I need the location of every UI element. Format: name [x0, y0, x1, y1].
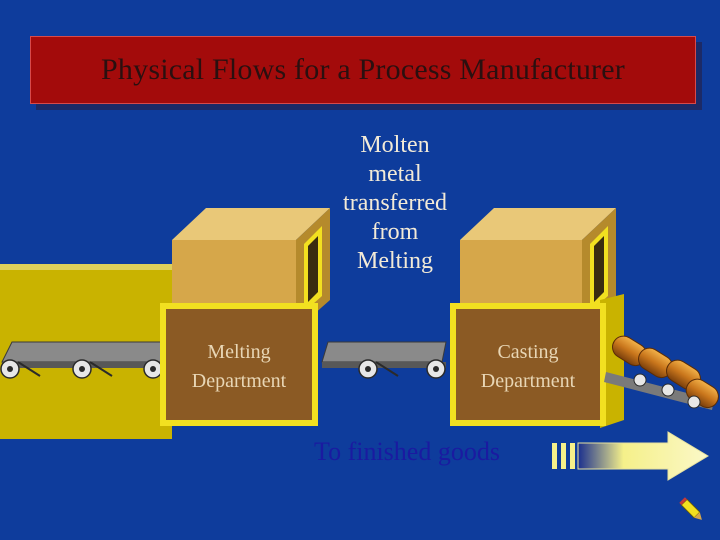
- caption-line: from: [371, 219, 419, 245]
- output-rolls: [604, 335, 719, 410]
- casting-label-line2: Department: [480, 370, 576, 392]
- caption-line: Molten: [360, 132, 430, 158]
- title-banner: Physical Flows for a Process Manufacture…: [30, 36, 696, 104]
- middle-conveyor: [321, 341, 447, 379]
- casting-label-line1: Casting: [497, 341, 559, 363]
- casting-panel: [450, 303, 606, 426]
- melting-label-line2: Department: [191, 370, 287, 392]
- caption-line: metal: [368, 161, 422, 187]
- melting-label-line1: Melting: [207, 341, 271, 363]
- melting-panel: [160, 303, 318, 426]
- melting-department-label: Melting Department: [166, 338, 312, 396]
- finished-goods-arrow: [552, 431, 709, 481]
- casting-department-label: Casting Department: [456, 338, 600, 396]
- caption-line: transferred: [343, 190, 447, 216]
- left-conveyor: [0, 341, 169, 379]
- finished-goods-label: To finished goods: [314, 437, 500, 466]
- transfer-caption: Molten metal transferred from Melting: [320, 131, 470, 276]
- slide-title: Physical Flows for a Process Manufacture…: [101, 53, 625, 86]
- pencil-icon[interactable]: [679, 497, 704, 522]
- caption-line: Melting: [357, 248, 433, 274]
